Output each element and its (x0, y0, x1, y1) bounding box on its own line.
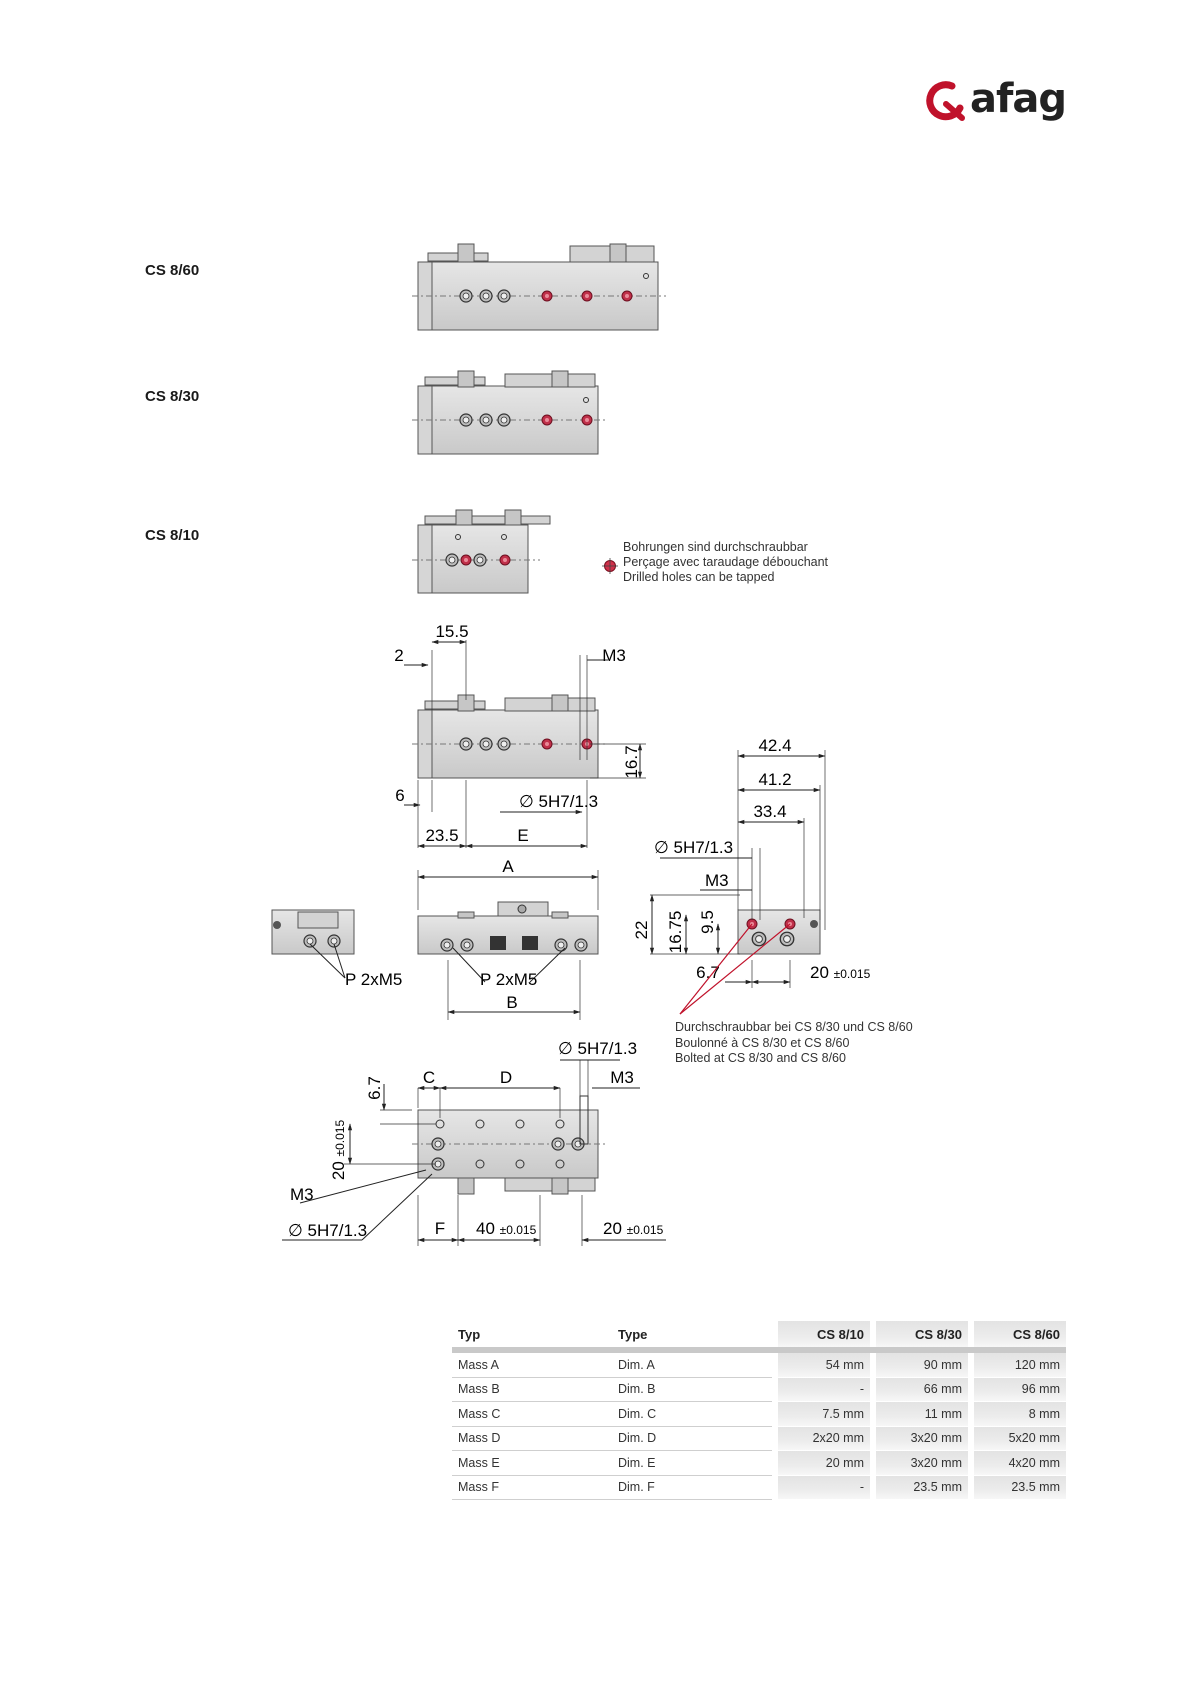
cell-mass: Mass C (452, 1402, 612, 1427)
cell-mass: Mass F (452, 1476, 612, 1500)
cell-mass: Mass B (452, 1378, 612, 1402)
port-label-side: P 2xM5 (345, 970, 402, 989)
dim-20-pitch: 20 ±0.015 (603, 1219, 664, 1238)
cell-cs8-10: 54 mm (778, 1353, 870, 1378)
view-cs8-10 (412, 509, 551, 594)
header-cs8-60: CS 8/60 (974, 1321, 1066, 1353)
header-type: Type (612, 1321, 772, 1353)
dim-c: C (423, 1068, 435, 1087)
bolted-note: Durchschraubbar bei CS 8/30 und CS 8/60 … (675, 1020, 913, 1067)
dim-m3-end: M3 (705, 871, 729, 890)
model-label-cs8-10: CS 8/10 (145, 527, 200, 544)
dim-hole-bottom-left: ∅ 5H7/1.3 (288, 1221, 367, 1240)
note-line-de: Durchschraubbar bei CS 8/30 und CS 8/60 (675, 1020, 913, 1034)
legend-line-fr: Perçage avec taraudage débouchant (623, 555, 829, 569)
dim-m3-bottom: M3 (610, 1068, 634, 1087)
end-view-right: 42.4 41.2 33.4 ∅ 5H7/1.3 M3 22 16.75 9.5… (632, 736, 871, 1015)
note-line-fr: Boulonné à CS 8/30 et CS 8/60 (675, 1035, 850, 1050)
table-row: Mass B Dim. B - 66 mm 96 mm (452, 1377, 1066, 1402)
cell-cs8-10: - (778, 1377, 870, 1402)
cell-cs8-30: 3x20 mm (876, 1451, 968, 1476)
dimensioned-top-view: 2 15.5 M3 16.7 6 ∅ 5H7/1.3 23.5 E (394, 622, 646, 849)
table-row: Mass C Dim. C 7.5 mm 11 mm 8 mm (452, 1402, 1066, 1427)
cell-cs8-60: 8 mm (974, 1402, 1066, 1427)
cell-cs8-30: 66 mm (876, 1377, 968, 1402)
model-label-cs8-60: CS 8/60 (145, 262, 200, 279)
dim-42-4: 42.4 (758, 736, 791, 755)
view-cs8-60 (412, 243, 666, 331)
dim-a: A (502, 857, 514, 876)
dim-6-7-bottom: 6.7 (365, 1076, 384, 1100)
dim-16-7: 16.7 (622, 745, 641, 778)
cell-cs8-30: 3x20 mm (876, 1426, 968, 1451)
cell-mass: Mass E (452, 1451, 612, 1476)
tapped-hole-legend: Bohrungen sind durchschraubbar Perçage a… (602, 540, 829, 585)
port-label-front: P 2xM5 (480, 970, 537, 989)
cell-cs8-30: 90 mm (876, 1353, 968, 1378)
brand-name: afag (970, 76, 1067, 122)
dim-41-2: 41.2 (758, 770, 791, 789)
header-cs8-10: CS 8/10 (778, 1321, 870, 1353)
cell-dim: Dim. E (612, 1451, 772, 1476)
dim-e: E (517, 826, 528, 845)
cell-cs8-10: - (778, 1475, 870, 1500)
front-view: A P 2xM5 B (417, 857, 599, 1020)
cell-mass: Mass A (452, 1353, 612, 1378)
dim-6-7-end: 6.7 (696, 963, 720, 982)
dim-16-75: 16.75 (666, 911, 685, 954)
cell-dim: Dim. F (612, 1476, 772, 1500)
cell-mass: Mass D (452, 1427, 612, 1451)
header-typ: Typ (452, 1321, 612, 1353)
cell-cs8-30: 11 mm (876, 1402, 968, 1427)
cell-dim: Dim. C (612, 1402, 772, 1427)
cell-dim: Dim. D (612, 1427, 772, 1451)
dim-d: D (500, 1068, 512, 1087)
bottom-view: C D M3 ∅ 5H7/1.3 6.7 20 ±0.015 M3 ∅ 5H7/… (282, 1039, 666, 1246)
dim-m3-bottom-left: M3 (290, 1185, 314, 1204)
dim-9-5: 9.5 (698, 910, 717, 934)
dim-33-4: 33.4 (753, 802, 786, 821)
dim-b: B (506, 993, 517, 1012)
dim-40: 40 ±0.015 (476, 1219, 537, 1238)
dim-15-5: 15.5 (435, 622, 468, 641)
cell-cs8-60: 5x20 mm (974, 1426, 1066, 1451)
cell-dim: Dim. B (612, 1378, 772, 1402)
model-label-cs8-30: CS 8/30 (145, 388, 200, 405)
tapped-hole-icon (602, 558, 618, 574)
cell-cs8-60: 23.5 mm (974, 1475, 1066, 1500)
table-row: Mass F Dim. F - 23.5 mm 23.5 mm (452, 1475, 1066, 1500)
note-line-en: Bolted at CS 8/30 and CS 8/60 (675, 1051, 846, 1065)
table-row: Mass E Dim. E 20 mm 3x20 mm 4x20 mm (452, 1451, 1066, 1476)
cell-cs8-10: 20 mm (778, 1451, 870, 1476)
dim-23-5: 23.5 (425, 826, 458, 845)
dim-20-end: 20 ±0.015 (810, 963, 871, 982)
dim-22: 22 (632, 921, 651, 940)
dim-hole-top: ∅ 5H7/1.3 (519, 792, 598, 811)
table-row: Mass A Dim. A 54 mm 90 mm 120 mm (452, 1353, 1066, 1378)
dim-f: F (435, 1219, 445, 1238)
dim-hole-bottom-top: ∅ 5H7/1.3 (558, 1039, 637, 1058)
cell-cs8-60: 120 mm (974, 1353, 1066, 1378)
dim-20-bottom: 20 ±0.015 (329, 1120, 348, 1181)
cell-cs8-60: 4x20 mm (974, 1451, 1066, 1476)
afag-swirl-icon (926, 81, 965, 121)
legend-line-en: Drilled holes can be tapped (623, 570, 775, 584)
cell-dim: Dim. A (612, 1353, 772, 1378)
legend-line-de: Bohrungen sind durchschraubbar (623, 540, 808, 554)
dim-hole-end: ∅ 5H7/1.3 (654, 838, 733, 857)
dimensions-table: Typ Type CS 8/10 CS 8/30 CS 8/60 Mass A … (452, 1321, 1066, 1500)
view-cs8-30 (412, 370, 606, 455)
header-cs8-30: CS 8/30 (876, 1321, 968, 1353)
table-row: Mass D Dim. D 2x20 mm 3x20 mm 5x20 mm (452, 1426, 1066, 1451)
dim-2: 2 (394, 646, 403, 665)
cell-cs8-10: 7.5 mm (778, 1402, 870, 1427)
dim-m3-top: M3 (602, 646, 626, 665)
cell-cs8-10: 2x20 mm (778, 1426, 870, 1451)
side-view-left: P 2xM5 (271, 909, 402, 989)
afag-logo: afag (922, 76, 1067, 130)
technical-drawing: 2 15.5 M3 16.7 6 ∅ 5H7/1.3 23.5 E A P 2x… (271, 243, 871, 1246)
cell-cs8-60: 96 mm (974, 1377, 1066, 1402)
dim-6: 6 (395, 786, 404, 805)
cell-cs8-30: 23.5 mm (876, 1475, 968, 1500)
